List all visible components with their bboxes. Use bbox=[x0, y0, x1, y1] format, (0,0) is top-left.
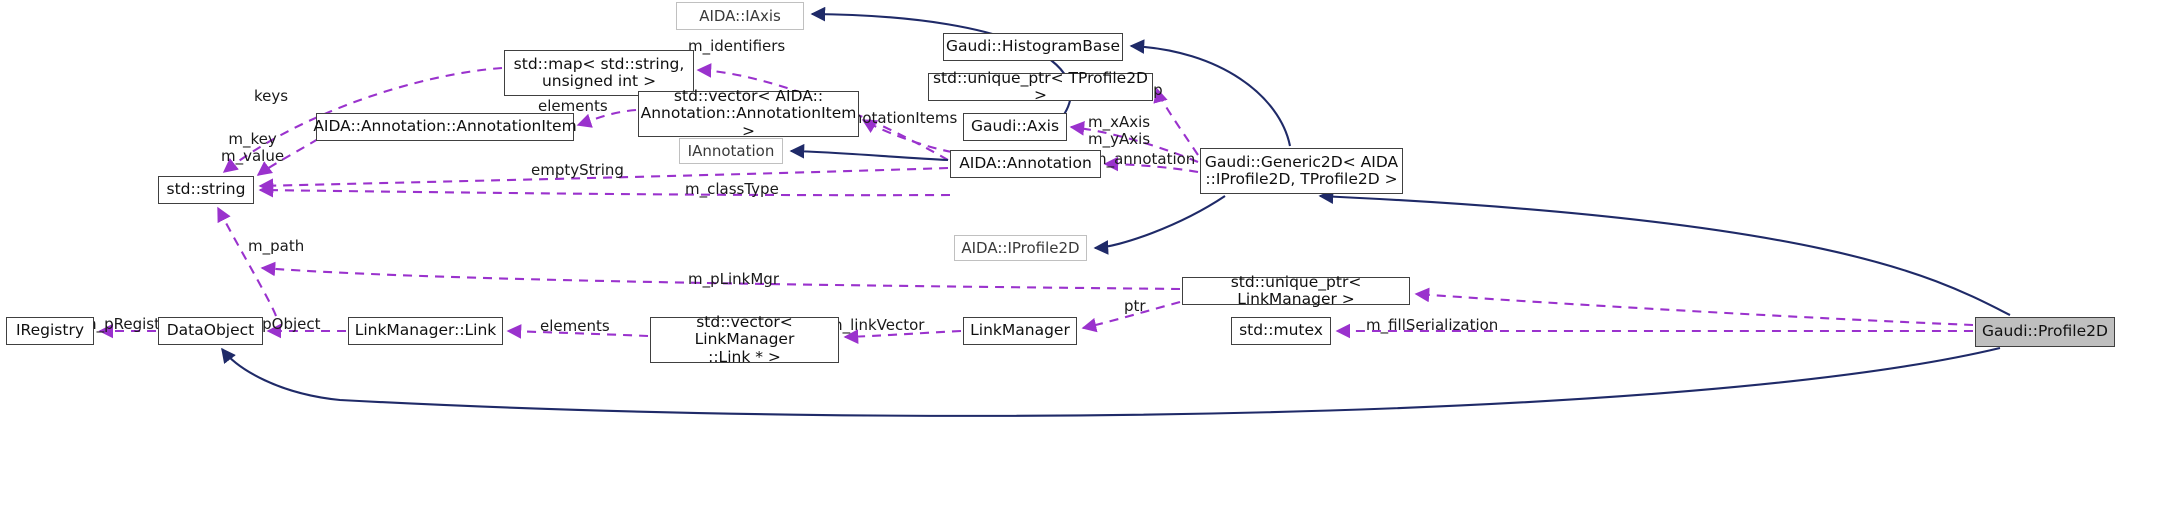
edge-label-m-plinkmgr: m_pLinkMgr bbox=[688, 270, 779, 288]
edge-label-elements-link: elements bbox=[540, 317, 610, 335]
node-gaudi-profile2d[interactable]: Gaudi::Profile2D bbox=[1975, 317, 2115, 347]
node-iannotation[interactable]: IAnnotation bbox=[679, 138, 783, 164]
edge-label-keys: keys bbox=[254, 87, 289, 105]
node-dataobject[interactable]: DataObject bbox=[158, 317, 263, 345]
node-aida-annotation[interactable]: AIDA::Annotation bbox=[950, 150, 1101, 178]
edge-label-m-xaxis-m-yaxis: m_xAxis m_yAxis bbox=[1088, 113, 1151, 149]
node-std-mutex[interactable]: std::mutex bbox=[1231, 317, 1331, 345]
node-std-vector-linkmanager-link-ptr[interactable]: std::vector< LinkManager ::Link * > bbox=[650, 313, 839, 365]
edge-label-ptr: ptr bbox=[1124, 297, 1146, 315]
node-std-unique-ptr-tprofile2d[interactable]: std::unique_ptr< TProfile2D > bbox=[928, 69, 1153, 104]
node-gaudi-histogrambase[interactable]: Gaudi::HistogramBase bbox=[943, 33, 1123, 61]
edge-label-m-identifiers: m_identifiers bbox=[688, 37, 786, 55]
edge-label-m-classtype: m_classType bbox=[685, 180, 779, 198]
node-aida-iaxis[interactable]: AIDA::IAxis bbox=[676, 2, 804, 30]
node-gaudi-axis[interactable]: Gaudi::Axis bbox=[963, 113, 1067, 141]
node-aida-annotation-annotationitem[interactable]: AIDA::Annotation::AnnotationItem bbox=[313, 113, 577, 141]
node-aida-iprofile2d[interactable]: AIDA::IProfile2D bbox=[954, 235, 1087, 261]
edge-label-m-key-m-value: m_key m_value bbox=[221, 130, 285, 166]
node-gaudi-generic2d[interactable]: Gaudi::Generic2D< AIDA ::IProfile2D, TPr… bbox=[1200, 148, 1403, 194]
node-std-map-string-uint[interactable]: std::map< std::string, unsigned int > bbox=[504, 50, 694, 96]
node-linkmanager-link[interactable]: LinkManager::Link bbox=[348, 317, 503, 345]
node-std-unique-ptr-linkmanager[interactable]: std::unique_ptr< LinkManager > bbox=[1182, 273, 1410, 308]
edge-label-emptystring: emptyString bbox=[531, 161, 624, 179]
node-iregistry[interactable]: IRegistry bbox=[6, 317, 94, 345]
association-edges bbox=[98, 63, 1974, 344]
edge-label-m-linkvector: m_linkVector bbox=[828, 316, 925, 334]
node-std-vector-annotationitem[interactable]: std::vector< AIDA:: Annotation::Annotati… bbox=[638, 87, 859, 139]
edge-label-m-fillserialization: m_fillSerialization bbox=[1366, 316, 1499, 334]
edge-label-m-path: m_path bbox=[248, 237, 305, 255]
node-linkmanager[interactable]: LinkManager bbox=[963, 317, 1077, 345]
node-std-string[interactable]: std::string bbox=[158, 176, 254, 204]
edge-label-m-annotation: m_annotation bbox=[1092, 150, 1196, 168]
